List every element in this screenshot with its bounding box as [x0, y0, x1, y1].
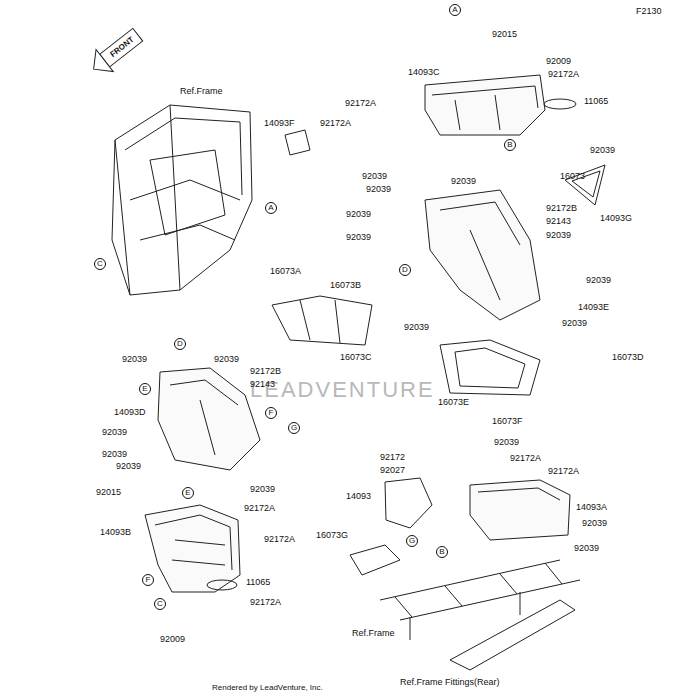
reference-circle: G	[288, 422, 300, 434]
part-number: 92172	[380, 452, 405, 463]
part-number: 92039	[250, 484, 275, 495]
part-number: 92039	[122, 354, 147, 365]
reference-letter: D	[402, 266, 408, 274]
part-number: 92039	[546, 230, 571, 241]
part-number: 92172B	[250, 366, 281, 377]
reference-circle: F	[265, 407, 277, 419]
reference-note: Ref.Frame	[180, 86, 223, 97]
part-number: 14093C	[408, 67, 440, 78]
part-number: 92009	[160, 634, 185, 645]
part-number: 92039	[366, 184, 391, 195]
part-number: 16073A	[270, 266, 301, 277]
part-number: 92015	[96, 487, 121, 498]
reference-letter: G	[409, 537, 415, 545]
reference-letter: F	[269, 409, 274, 417]
reference-circle: E	[182, 487, 194, 499]
part-number: 14093B	[100, 527, 131, 538]
reference-letter: E	[185, 489, 190, 497]
part-number: 92039	[494, 437, 519, 448]
reference-letter: G	[291, 424, 297, 432]
part-number: 92009	[546, 56, 571, 67]
part-number: 14093A	[576, 502, 607, 513]
part-number: 92015	[492, 29, 517, 40]
part-number: 92027	[380, 465, 405, 476]
part-number: 11065	[246, 577, 270, 588]
reference-letter: C	[157, 600, 163, 608]
part-number: 92039	[102, 449, 127, 460]
reference-circle: B	[436, 546, 448, 558]
reference-letter: E	[142, 385, 147, 393]
reference-circle: C	[94, 258, 106, 270]
part-number: 16073B	[330, 280, 361, 291]
part-number: 92172A	[250, 597, 281, 608]
reference-circle: A	[265, 202, 277, 214]
reference-letter: A	[452, 6, 457, 14]
reference-letter: C	[97, 260, 103, 268]
part-number: 92039	[574, 543, 599, 554]
part-number: 11065	[584, 96, 608, 107]
part-number: 92172A	[320, 118, 351, 129]
reference-letter: A	[268, 204, 273, 212]
part-number: 92172B	[546, 203, 577, 214]
part-number: 92039	[214, 354, 239, 365]
reference-note: Ref.Frame	[352, 628, 395, 639]
part-number: 92172A	[244, 503, 275, 514]
part-number: 92039	[404, 322, 429, 333]
part-number: 92172A	[510, 453, 541, 464]
part-number: 14093E	[578, 302, 609, 313]
part-number: 92039	[102, 427, 127, 438]
reference-letter: B	[439, 548, 444, 556]
part-number: 16073F	[492, 416, 523, 427]
part-number: 14093	[346, 491, 371, 502]
reference-circle: E	[139, 383, 151, 395]
part-number: 92172A	[264, 534, 295, 545]
reference-letter: B	[507, 141, 512, 149]
part-number: 92039	[590, 145, 615, 156]
part-number: 92039	[562, 318, 587, 329]
reference-circle: D	[174, 338, 186, 350]
watermark: LEADVENTURE	[250, 378, 435, 402]
part-number: 92039	[116, 461, 141, 472]
part-number: 92039	[362, 171, 387, 182]
reference-circle: G	[406, 535, 418, 547]
part-number: 92039	[586, 275, 611, 286]
part-number: 92039	[346, 232, 371, 243]
part-number: 16073E	[438, 397, 469, 408]
reference-circle: C	[154, 598, 166, 610]
part-number: 92039	[451, 176, 476, 187]
part-number: 92039	[582, 518, 607, 529]
reference-letter: F	[146, 576, 151, 584]
part-number: 92143	[546, 216, 571, 227]
part-number: 16073	[560, 171, 585, 182]
part-number: 92172A	[345, 98, 376, 109]
part-number: 14093F	[264, 118, 295, 129]
part-number: 14093D	[114, 407, 146, 418]
reference-circle: A	[449, 4, 461, 16]
figure-number: F2130	[636, 6, 662, 17]
part-number: 92039	[346, 209, 371, 220]
part-number: 16073C	[340, 352, 372, 363]
reference-note: Ref.Frame Fittings(Rear)	[400, 677, 500, 688]
part-number: 92172A	[548, 69, 579, 80]
part-number: 92172A	[548, 466, 579, 477]
part-number: 16073D	[612, 352, 644, 363]
part-number: 92143	[250, 379, 275, 390]
part-number: 16073G	[316, 530, 348, 541]
reference-letter: D	[177, 340, 183, 348]
credit-note: Rendered by LeadVenture, Inc.	[212, 682, 323, 693]
reference-circle: F	[142, 574, 154, 586]
reference-circle: D	[399, 264, 411, 276]
reference-circle: B	[504, 139, 516, 151]
part-number: 14093G	[600, 213, 632, 224]
